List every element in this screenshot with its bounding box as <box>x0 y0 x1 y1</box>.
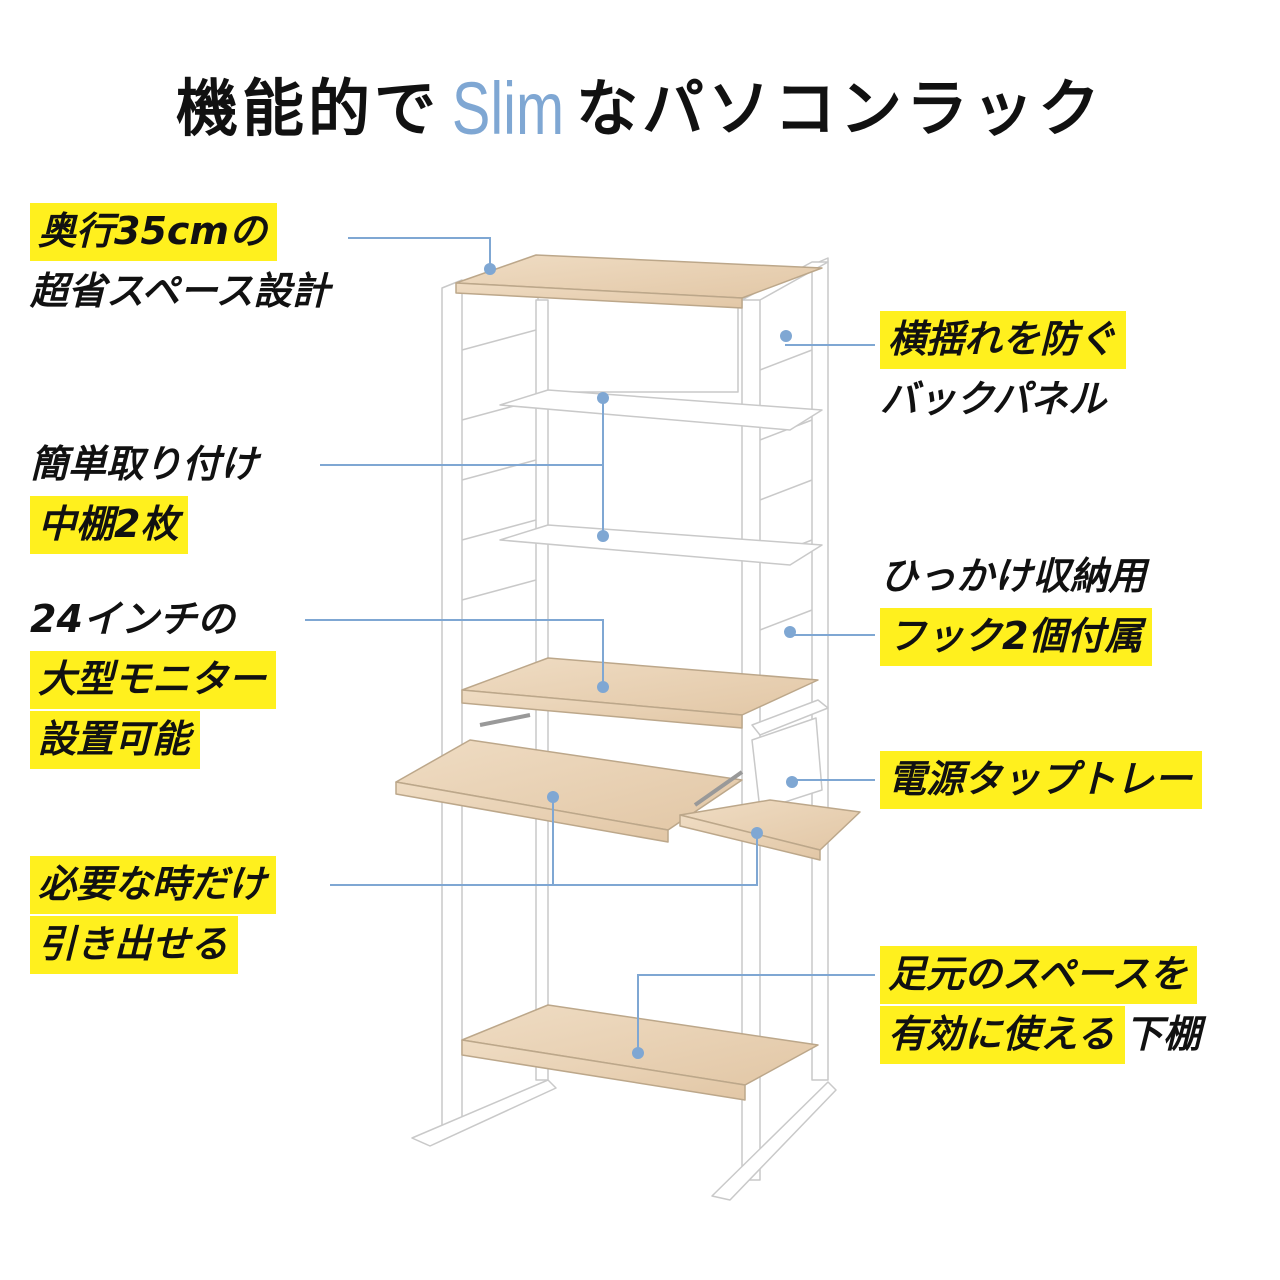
callout-backpanel-second: バックパネル <box>880 380 1106 418</box>
callout-pullout-line2: 引き出せる <box>30 916 239 974</box>
callout-dot <box>597 530 609 542</box>
callout-depth-line2: 超省スペース設計 <box>30 269 330 313</box>
callout-footspace: 足元のスペースを <box>880 946 1198 1004</box>
callout-dot <box>784 626 796 638</box>
callout-dot <box>786 776 798 788</box>
pullout-rails <box>479 713 744 807</box>
callout-backpanel-line2: バックパネル <box>880 377 1107 421</box>
callout-hook: ひっかけ収納用 <box>880 557 1146 595</box>
wood-boards <box>395 254 861 1101</box>
callout-depth-second: 超省スペース設計 <box>30 272 329 310</box>
right-mid-frame <box>751 699 829 736</box>
side-rail <box>759 349 813 371</box>
callout-dots <box>484 263 798 1059</box>
leader-pullout <box>330 833 758 886</box>
bottom-board-edge <box>461 1039 746 1101</box>
monitor-board-edge <box>461 689 743 729</box>
callout-footspace-line1: 足元のスペースを <box>880 946 1198 1004</box>
back-panel <box>537 296 739 393</box>
power-tray <box>751 717 823 811</box>
middle-shelf-lower <box>499 524 823 566</box>
top-board-edge <box>455 282 743 309</box>
callout-depth-line1: 奥行35cmの <box>30 203 278 261</box>
callout-dot <box>780 330 792 342</box>
callout-dot <box>547 791 559 803</box>
callout-monitor-line3: 設置可能 <box>30 711 201 769</box>
callout-shelves-line2: 中棚2枚 <box>30 496 189 554</box>
callout-backpanel-line1: 横揺れを防ぐ <box>880 311 1127 369</box>
callout-hook-line1: ひっかけ収納用 <box>880 554 1147 598</box>
side-rail <box>461 459 537 481</box>
left-foot <box>411 1079 557 1147</box>
keyboard-slide-edge <box>395 781 669 843</box>
callout-pullout-line1: 必要な時だけ <box>30 856 277 914</box>
side-pullout-board-edge <box>679 814 821 861</box>
slide-rail <box>479 713 531 727</box>
callout-footspace-line2-plain: 下棚 <box>1124 1012 1201 1056</box>
right-back-post <box>811 257 829 1081</box>
middle-shelf-upper <box>499 389 823 431</box>
callout-depth: 奥行35cmの <box>30 203 278 261</box>
callout-hook-second: フック2個付属 <box>880 608 1153 666</box>
callout-dot <box>632 1047 644 1059</box>
callout-hook-line2: フック2個付属 <box>880 608 1153 666</box>
slide-rail <box>693 770 744 807</box>
side-rail <box>759 479 813 501</box>
callout-lines <box>305 237 875 1052</box>
leader-monitor <box>305 619 604 686</box>
callout-dot <box>597 392 609 404</box>
callout-shelves-line1: 簡単取り付け <box>30 442 259 486</box>
callout-pullout: 必要な時だけ <box>30 856 277 914</box>
callout-shelves: 簡単取り付け <box>30 445 258 483</box>
callout-backpanel: 横揺れを防ぐ <box>880 311 1127 369</box>
callout-monitor-line2: 大型モニター <box>30 651 277 709</box>
callout-monitor: 24インチの <box>30 600 235 638</box>
callout-monitor-line1: 24インチの <box>30 597 235 641</box>
side-rail <box>461 579 537 601</box>
title-accent: Slim <box>451 67 565 150</box>
leader-footspace <box>637 974 875 1052</box>
callout-monitor-second: 大型モニター <box>30 651 277 709</box>
callout-footspace-line2-hl: 有効に使える <box>880 1006 1125 1064</box>
callout-power-tray-text: 電源タップトレー <box>880 751 1203 809</box>
callout-dot <box>597 681 609 693</box>
right-foot <box>711 1081 837 1201</box>
title-suffix: なパソコンラック <box>575 72 1104 145</box>
callout-footspace-second: 有効に使える下棚 <box>880 1006 1201 1064</box>
callout-monitor-third: 設置可能 <box>30 711 201 769</box>
callout-shelves-second: 中棚2枚 <box>30 496 189 554</box>
side-rail <box>461 519 537 541</box>
side-rail <box>461 329 537 351</box>
callout-pullout-second: 引き出せる <box>30 916 239 974</box>
callout-dot <box>484 263 496 275</box>
callout-power-tray: 電源タップトレー <box>880 751 1203 809</box>
callout-dot <box>751 827 763 839</box>
left-front-post <box>441 279 463 1131</box>
side-rail <box>759 609 813 631</box>
title-prefix: 機能的で <box>176 72 441 145</box>
leader-depth <box>348 237 491 268</box>
